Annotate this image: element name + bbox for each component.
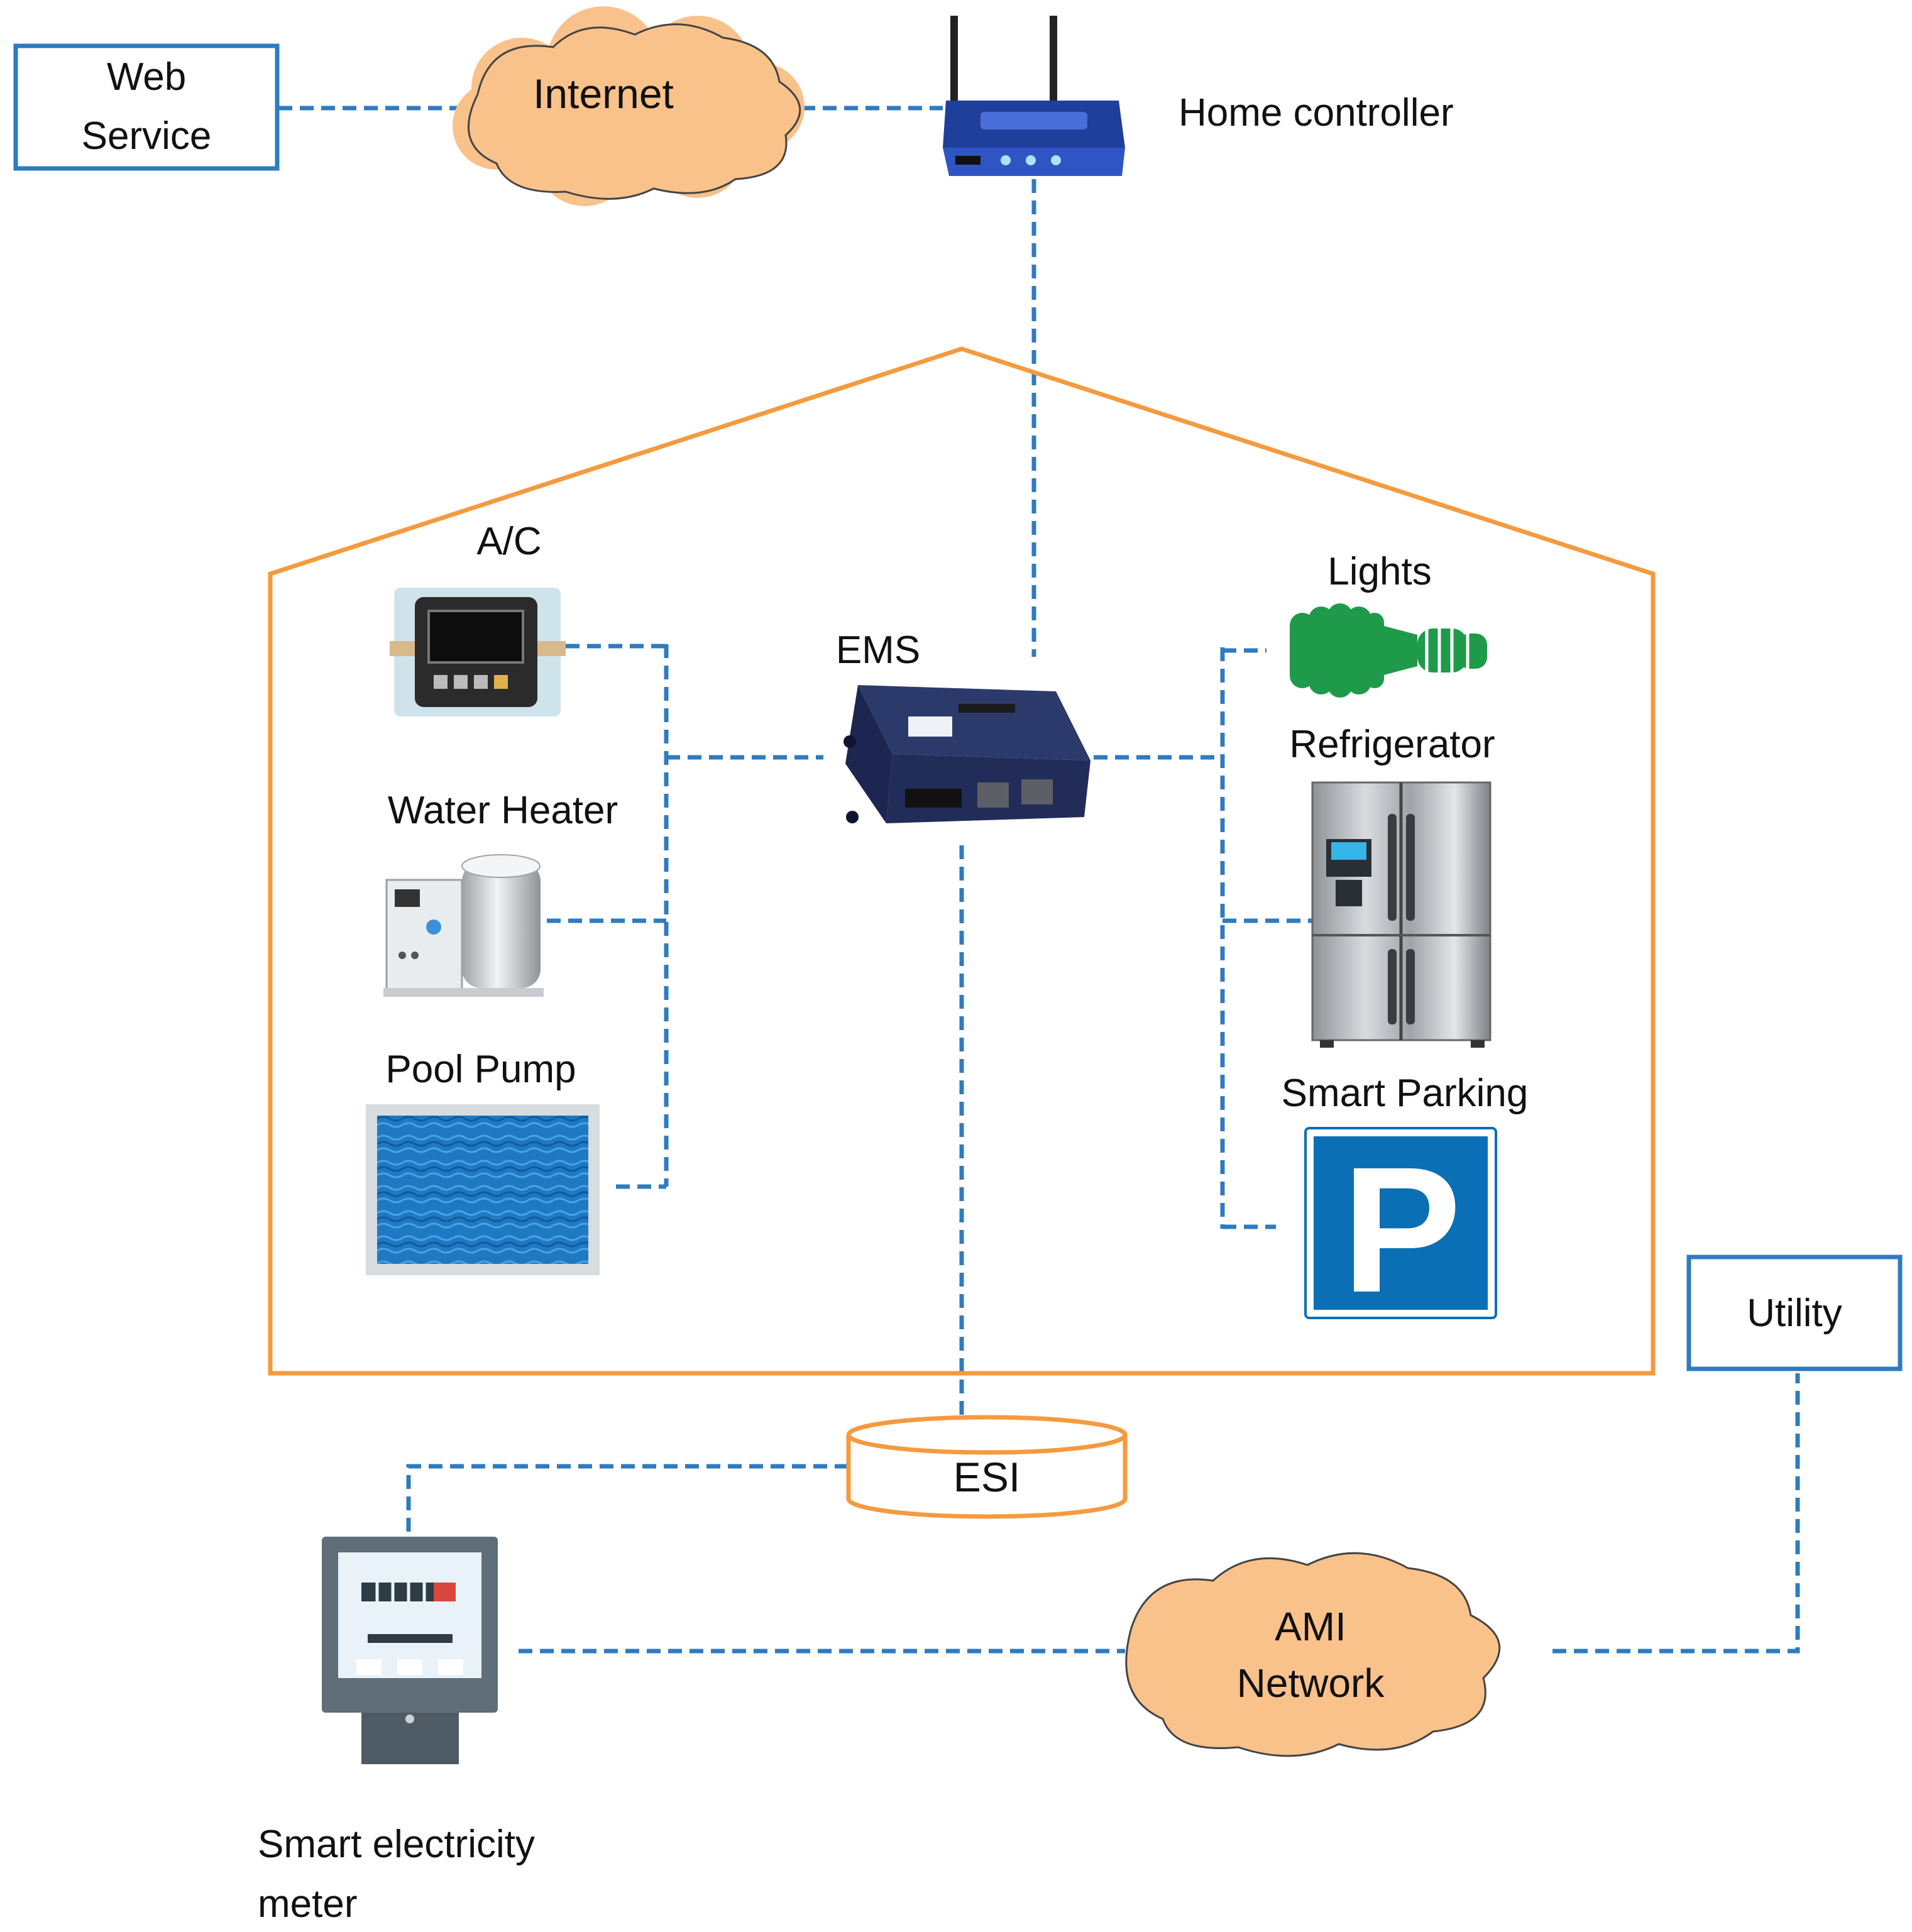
web-service-label-line2: Service [82, 114, 212, 158]
meter-label-line2: meter [258, 1882, 357, 1926]
connection-lines [278, 106, 1800, 1654]
electricity-meter-icon [322, 1537, 498, 1764]
parking-letter: P [1342, 1130, 1461, 1330]
smart-parking-label: Smart Parking [1282, 1072, 1529, 1115]
utility-label: Utility [1747, 1292, 1842, 1335]
internet-cloud: Internet [453, 6, 805, 206]
esi-node: ESI [846, 1415, 1128, 1519]
parking-sign-icon: P [1304, 1127, 1497, 1330]
pool-icon [366, 1104, 600, 1275]
ems-controller-icon [843, 685, 1091, 823]
refrigerator-label: Refrigerator [1289, 723, 1495, 766]
esi-label: ESI [953, 1454, 1020, 1500]
utility-box: Utility [1686, 1254, 1903, 1371]
refrigerator-icon [1311, 781, 1492, 1048]
pool-pump-label: Pool Pump [385, 1048, 576, 1091]
web-service-box: Web Service [13, 43, 280, 171]
wifi-router-icon [943, 16, 1125, 176]
ems-label: EMS [836, 628, 920, 672]
water-heater-icon [383, 854, 544, 997]
ac-label: A/C [476, 520, 541, 563]
ami-label-line2: Network [1237, 1660, 1385, 1706]
home-controller-label: Home controller [1179, 91, 1454, 134]
internet-label: Internet [533, 70, 674, 117]
lights-label: Lights [1327, 550, 1431, 593]
cfl-bulb-icon [1290, 603, 1487, 698]
meter-label-line1: Smart electricity [258, 1823, 535, 1866]
house-outline [268, 346, 1656, 1376]
water-heater-label: Water Heater [388, 789, 618, 832]
thermostat-icon [390, 588, 566, 716]
ami-network-cloud: AMI Network [1125, 1552, 1501, 1757]
ami-label-line1: AMI [1275, 1604, 1346, 1649]
link-ami-utility [1552, 1373, 1800, 1654]
web-service-label-line1: Web [107, 55, 186, 99]
link-esi-meter [406, 1464, 849, 1534]
